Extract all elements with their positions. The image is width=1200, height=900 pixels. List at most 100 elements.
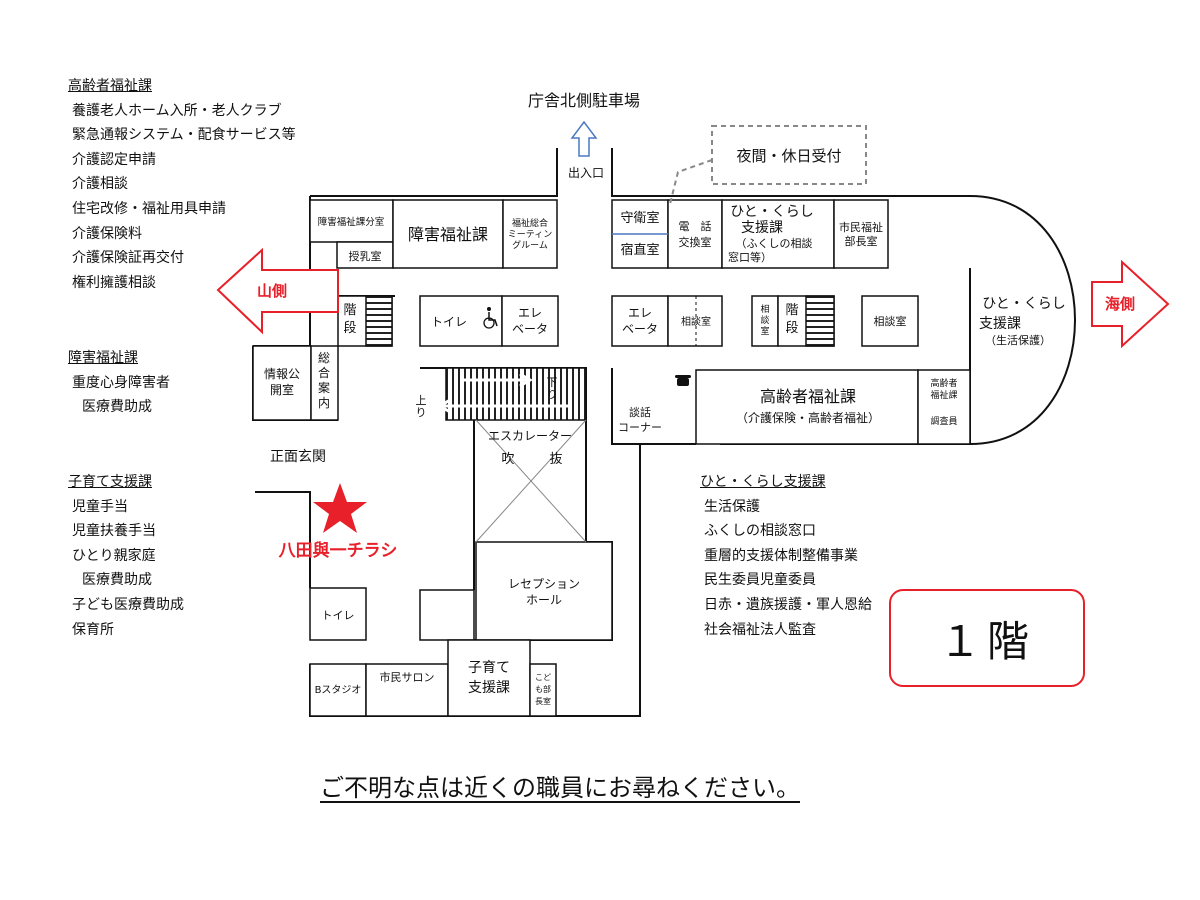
- hitokurashi-right-line1: ひと・くらし: [982, 296, 1066, 312]
- list-item: 医療費助成: [82, 572, 152, 589]
- childcare-panel: 子育て支援課 児童手当 児童扶養手当 ひとり親家庭 医療費助成 子ども医療費助成…: [68, 470, 184, 642]
- list-item: 保育所: [72, 621, 114, 638]
- list-item: 児童手当: [72, 498, 128, 515]
- up-line1: 上: [416, 394, 427, 407]
- star-icon: [313, 483, 367, 533]
- list-item: 重層的支援体制整備事業: [704, 547, 858, 564]
- general-line4: 内: [318, 396, 330, 410]
- sea-arrow-icon: [1091, 259, 1170, 349]
- parking-label: 庁舎北側駐車場: [528, 91, 640, 110]
- director-line1: 市民福祉: [839, 220, 883, 234]
- consult-b-label: 相談室: [874, 314, 907, 328]
- night-label: 夜間・休日受付: [736, 147, 841, 165]
- room-general: [310, 345, 339, 421]
- escalator-hatch: [445, 367, 587, 421]
- hitokurashi-right-line3: （生活保護）: [985, 333, 1051, 347]
- flyer-label: 八田與一チラシ: [279, 540, 398, 561]
- consult-small-line3: 室: [760, 325, 769, 337]
- room-childcare: [447, 639, 531, 717]
- consult-small-line2: 談: [760, 314, 769, 326]
- stairs-right-line1: 階: [785, 303, 798, 318]
- childcare-line2: 支援課: [468, 680, 510, 696]
- shogai-label: 障害福祉課: [408, 225, 488, 244]
- list-item: 社会福祉法人監査: [704, 621, 816, 638]
- elevator-right-line2: ベータ: [622, 322, 658, 336]
- reception-line1: レセプション: [508, 577, 580, 591]
- mountain-label: 山側: [257, 282, 287, 300]
- meeting-line1: 福祉総合: [512, 217, 548, 229]
- consult-small-line1: 相: [760, 303, 769, 315]
- room-kodomo: [529, 663, 557, 717]
- list-item: 介護保険料: [72, 225, 142, 242]
- general-line3: 案: [318, 380, 330, 395]
- down-arrow-icon: [460, 372, 533, 388]
- down-line2: り: [547, 388, 558, 401]
- list-item: 権利擁護相談: [72, 274, 156, 291]
- room-jyunyu: [336, 241, 394, 269]
- hitokurashi-line1: ひと・くらし: [730, 204, 814, 220]
- list-item: 生活保護: [704, 498, 760, 515]
- list-item: ふくしの相談窓口: [704, 523, 816, 540]
- stairs-hatch-left: [365, 295, 393, 347]
- entrance-label: 正面玄関: [270, 448, 326, 465]
- room-salon: [365, 663, 449, 717]
- kodomo-line3: 長室: [535, 696, 551, 706]
- up-arrow-icon: [437, 398, 570, 414]
- parking-arrow-icon: [570, 120, 598, 157]
- mountain-arrow-icon: [216, 247, 339, 335]
- hitokurashi-line2: 支援課: [741, 220, 783, 236]
- info-line1: 情報公: [264, 367, 300, 381]
- down-line1: 下: [547, 376, 558, 389]
- stairs-right-line2: 段: [785, 321, 798, 336]
- lounge-line1: 談話: [629, 405, 651, 419]
- list-item: 住宅改修・福祉用具申請: [72, 200, 226, 217]
- room-phone: [667, 199, 723, 269]
- elevator-right-line1: エレ: [628, 306, 652, 320]
- meeting-line3: グルーム: [512, 239, 548, 251]
- director-line2: 部長室: [845, 234, 878, 248]
- right-panel: ひと・くらし支援課 生活保護 ふくしの相談窓口 重層的支援体制整備事業 民生委員…: [700, 470, 872, 642]
- atrium-left: 吹: [501, 452, 514, 467]
- list-item: 民生委員児童委員: [704, 572, 816, 589]
- reception-line2: ホール: [526, 593, 562, 607]
- night-duty-label: 宿直室: [620, 242, 659, 258]
- room-elderly: [695, 369, 919, 445]
- room-director: [833, 199, 889, 269]
- list-item: 重度心身障害者: [72, 374, 170, 391]
- room-info: [252, 345, 312, 421]
- phone-line1: 電 話: [679, 219, 712, 233]
- general-line2: 合: [318, 365, 330, 380]
- childcare-line1: 子育て: [468, 660, 510, 676]
- guard-label: 守衛室: [620, 210, 659, 226]
- toilet-south-label: トイレ: [322, 609, 355, 622]
- list-item: 介護保険証再交付: [72, 250, 184, 267]
- floor-label: １階: [938, 616, 1035, 666]
- lounge-line2: コーナー: [618, 421, 662, 434]
- room-elevator-left: [501, 295, 559, 347]
- phone-line2: 交換室: [679, 235, 712, 249]
- hitokurashi-line3: （ふくしの相談: [736, 236, 813, 250]
- childcare-heading: 子育て支援課: [68, 474, 152, 490]
- room-meeting: [502, 199, 558, 269]
- elderly-small-line1: 高齢者: [930, 377, 957, 389]
- elderly-sub-label: （介護保険・高齢者福祉）: [736, 410, 880, 425]
- room-consult-small: [751, 295, 779, 347]
- elderly-label: 高齢者福祉課: [760, 387, 856, 406]
- list-item: 日赤・遺族援護・軍人恩給: [704, 596, 872, 613]
- list-item: ひとり親家庭: [72, 547, 156, 564]
- phone-icon: [675, 375, 691, 386]
- hitokurashi-right-line2: 支援課: [979, 316, 1021, 332]
- shogai-bunshitsu-label: 障害福祉課分室: [318, 216, 385, 228]
- kodomo-line1: こど: [535, 673, 551, 682]
- list-item: 医療費助成: [82, 399, 152, 416]
- list-item: 緊急通報システム・配食サービス等: [72, 127, 296, 144]
- list-item: 子ども医療費助成: [72, 596, 184, 613]
- up-line2: り: [416, 406, 427, 419]
- list-item: 養護老人ホーム入所・老人クラブ: [72, 102, 282, 119]
- floor-indicator: １階: [889, 589, 1085, 687]
- kodomo-line2: も部: [535, 684, 551, 694]
- escalator-label: エスカレーター: [488, 429, 572, 443]
- sea-label: 海側: [1105, 295, 1135, 313]
- meeting-line2: ミーティン: [508, 229, 552, 240]
